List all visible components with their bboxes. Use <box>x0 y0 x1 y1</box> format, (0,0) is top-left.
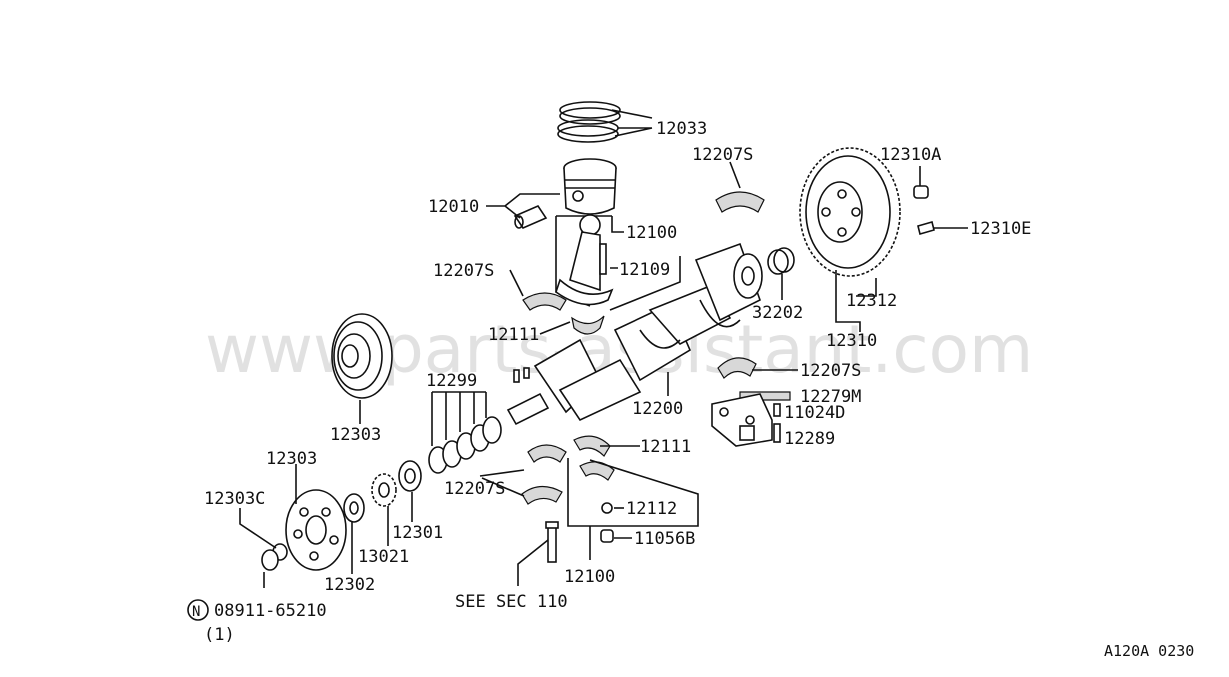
damper-pulley[interactable] <box>285 489 347 571</box>
label-qty: (1) <box>204 625 235 645</box>
bracket-12100b <box>567 458 699 527</box>
main-bearing-cap[interactable] <box>711 393 773 447</box>
crank-gear[interactable] <box>398 460 422 492</box>
label-13021[interactable]: 13021 <box>358 547 409 567</box>
n-symbol: N <box>187 599 209 621</box>
oil-thrower[interactable] <box>343 493 365 523</box>
flywheel[interactable] <box>799 147 901 277</box>
rod-bolt[interactable] <box>599 243 607 275</box>
seal-side[interactable] <box>773 423 781 443</box>
label-08911[interactable]: 08911-65210 <box>214 601 327 621</box>
leader-12312 <box>856 278 877 297</box>
leader-see-sec <box>517 539 549 586</box>
diagram-code: A120A 0230 <box>1104 642 1194 660</box>
label-12112[interactable]: 12112 <box>626 499 677 519</box>
label-12310a[interactable]: 12310A <box>880 145 941 165</box>
leader-12207s-d <box>479 469 525 497</box>
label-11024d[interactable]: 11024D <box>784 403 845 423</box>
label-12279m[interactable]: 12279M <box>800 387 861 407</box>
label-12301[interactable]: 12301 <box>392 523 443 543</box>
leader-12109 <box>609 256 681 311</box>
leader-12207s-b <box>729 161 741 189</box>
label-12109[interactable]: 12109 <box>619 260 670 280</box>
leader-12310 <box>835 270 861 332</box>
main-bearing-upper[interactable] <box>715 191 765 213</box>
label-12200[interactable]: 12200 <box>632 399 683 419</box>
label-12010[interactable]: 12010 <box>428 197 479 217</box>
svg-text:N: N <box>192 604 200 620</box>
leader-12033 <box>611 109 653 137</box>
label-12303b[interactable]: 12303 <box>266 449 317 469</box>
cap-bolt[interactable] <box>773 403 781 417</box>
crankshaft[interactable] <box>506 242 763 426</box>
main-bearing-lower[interactable] <box>717 357 757 379</box>
leader-12207s-a <box>509 269 524 297</box>
label-12302[interactable]: 12302 <box>324 575 375 595</box>
leader-12111a <box>539 321 571 335</box>
label-12289[interactable]: 12289 <box>784 429 835 449</box>
rod-bearing-lower[interactable] <box>571 315 605 335</box>
label-12310[interactable]: 12310 <box>826 331 877 351</box>
rod-cap-nut[interactable] <box>600 502 614 543</box>
leader-12010 <box>486 193 560 219</box>
flywheel-bolt[interactable] <box>913 185 929 199</box>
pilot-bushing[interactable] <box>767 247 795 275</box>
label-see-sec[interactable]: SEE SEC 110 <box>455 592 568 612</box>
leader-12299 <box>431 391 487 446</box>
label-12033[interactable]: 12033 <box>656 119 707 139</box>
label-12100b[interactable]: 12100 <box>564 567 615 587</box>
label-12207s-d[interactable]: 12207S <box>444 479 505 499</box>
label-32202[interactable]: 32202 <box>752 303 803 323</box>
label-11056b[interactable]: 11056B <box>634 529 695 549</box>
label-12310e[interactable]: 12310E <box>970 219 1031 239</box>
label-12111a[interactable]: 12111 <box>488 325 539 345</box>
piston[interactable] <box>563 158 617 215</box>
piston-rings[interactable] <box>557 101 621 143</box>
label-12207s-b[interactable]: 12207S <box>692 145 753 165</box>
crank-sprocket[interactable] <box>371 473 397 507</box>
label-12299[interactable]: 12299 <box>426 371 477 391</box>
rod-bolt-lower[interactable] <box>545 521 559 563</box>
crank-key[interactable] <box>513 367 530 383</box>
rod-bearing-upper[interactable] <box>522 292 567 311</box>
crank-spacers[interactable] <box>428 416 502 474</box>
label-12111b[interactable]: 12111 <box>640 437 691 457</box>
label-12303c[interactable]: 12303C <box>204 489 265 509</box>
leader-12303c <box>239 508 277 549</box>
dowel-pin[interactable] <box>917 221 935 235</box>
pulley-bolt[interactable] <box>261 549 279 571</box>
leader-12100a <box>611 216 624 233</box>
label-12303a[interactable]: 12303 <box>330 425 381 445</box>
piston-pin[interactable] <box>513 204 548 230</box>
rod-bearing-cluster[interactable] <box>521 435 615 505</box>
label-12207s-c[interactable]: 12207S <box>800 361 861 381</box>
connecting-rod[interactable] <box>555 214 614 306</box>
label-12100a[interactable]: 12100 <box>626 223 677 243</box>
crank-pulley[interactable] <box>331 313 393 399</box>
label-12312[interactable]: 12312 <box>846 291 897 311</box>
label-12207s-a[interactable]: 12207S <box>433 261 494 281</box>
